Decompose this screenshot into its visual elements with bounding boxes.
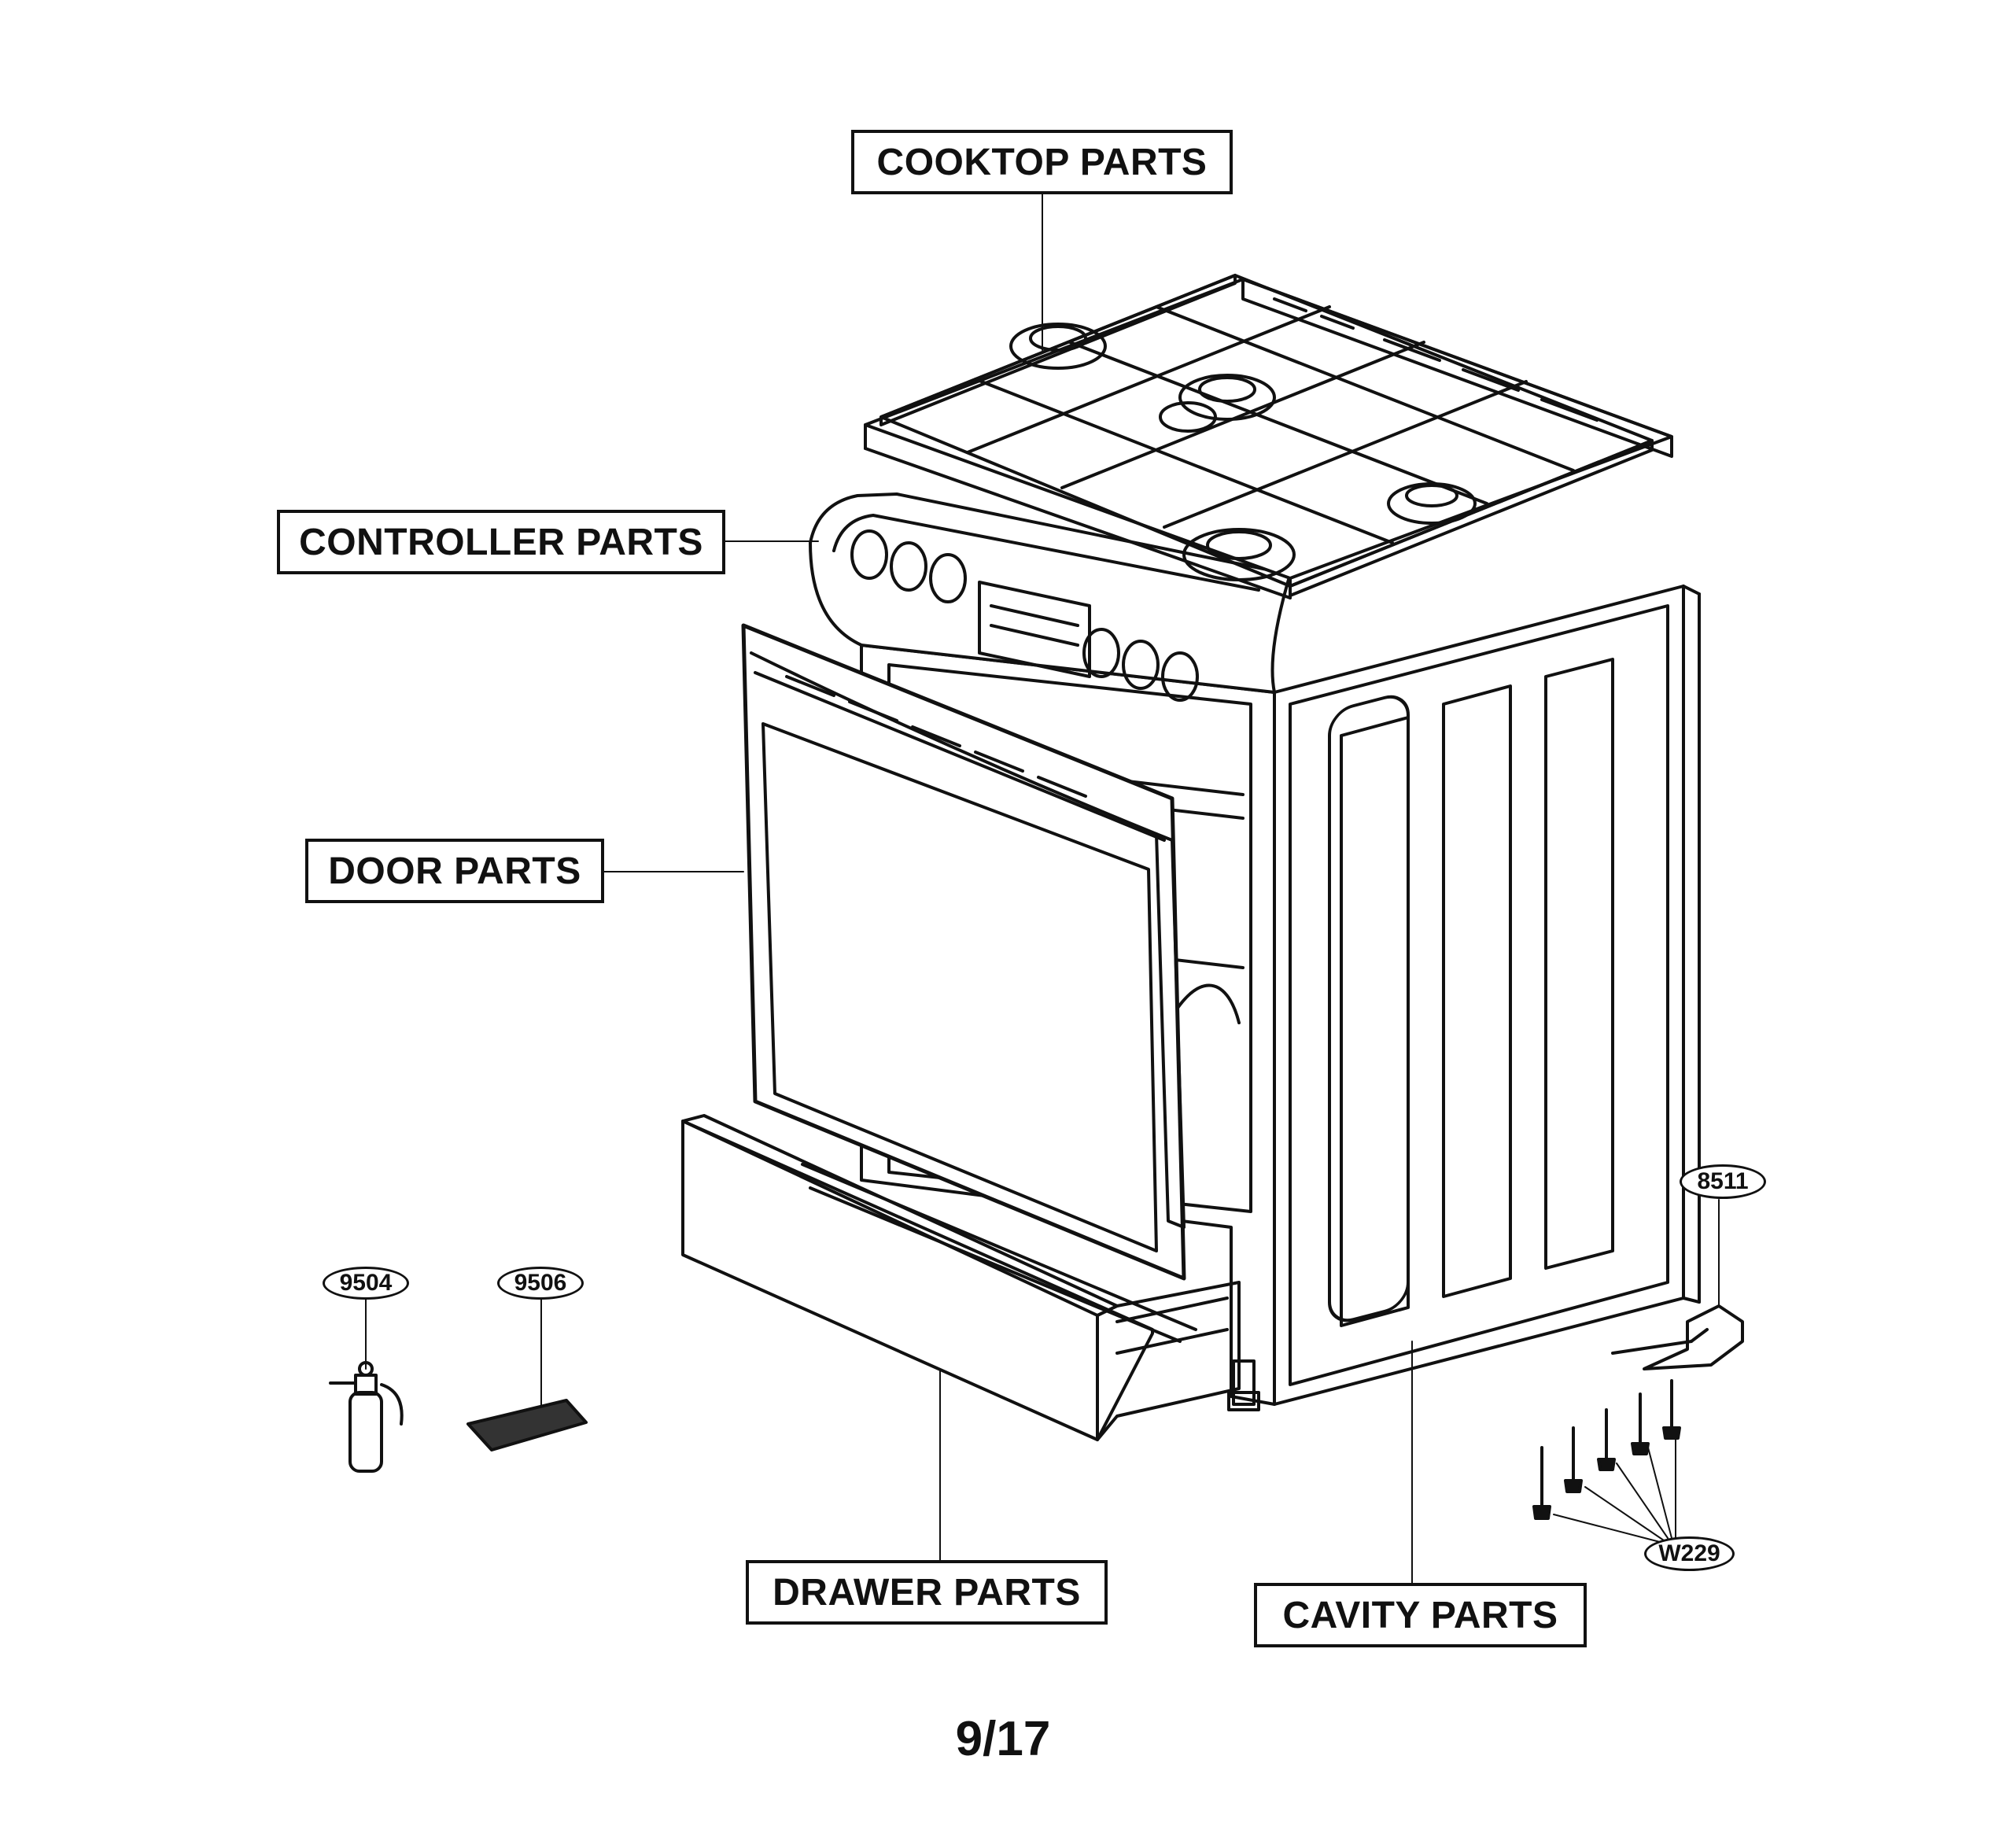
cavity-side-panel: [1273, 585, 1701, 1406]
part-9504-bubble[interactable]: 9504: [323, 1267, 409, 1300]
drawer-parts-label[interactable]: DRAWER PARTS: [746, 1560, 1108, 1625]
cleaning-pad: [466, 1399, 588, 1451]
controller-parts-label[interactable]: CONTROLLER PARTS: [277, 510, 725, 574]
screws: [1532, 1379, 1681, 1520]
controller-panel: [809, 492, 1292, 702]
part-8511-bubble[interactable]: 8511: [1680, 1164, 1766, 1199]
cooktop-parts-label[interactable]: COOKTOP PARTS: [851, 130, 1233, 194]
cavity-parts-label[interactable]: CAVITY PARTS: [1254, 1583, 1587, 1647]
door-parts-label[interactable]: DOOR PARTS: [305, 839, 604, 903]
leader-lines: [365, 190, 1720, 1586]
part-9506-bubble[interactable]: 9506: [497, 1267, 584, 1300]
sprayer-bottle: [329, 1361, 404, 1473]
page-number: 9/17: [955, 1712, 1051, 1766]
grates: [879, 274, 1654, 597]
door: [741, 623, 1186, 1281]
leveling-leg: [1227, 1359, 1260, 1411]
anti-tip-bracket: [1611, 1304, 1744, 1370]
drawer: [681, 1114, 1241, 1441]
part-w229-bubble[interactable]: W229: [1644, 1536, 1735, 1571]
cooktop: [864, 278, 1673, 599]
